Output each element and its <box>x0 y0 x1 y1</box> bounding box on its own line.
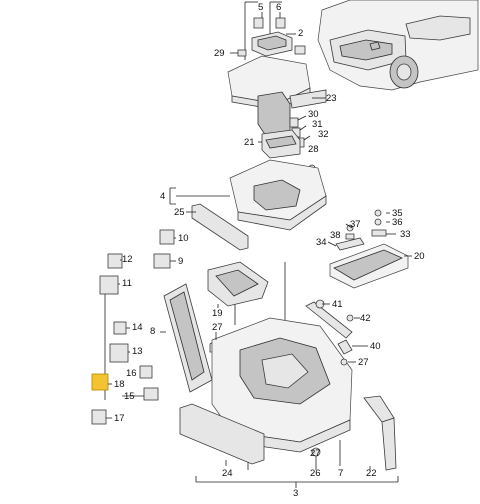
callout-32: 32 <box>318 129 329 140</box>
callout-10: 10 <box>178 233 189 244</box>
callout-31: 31 <box>312 119 323 130</box>
left-stacked-relays <box>91 321 159 425</box>
connector-block-19 <box>207 261 269 307</box>
callout-2: 2 <box>298 28 303 39</box>
callout-41: 41 <box>332 299 343 310</box>
screw-bottom <box>311 447 321 470</box>
vehicle-illustration <box>317 0 479 91</box>
callout-4: 4 <box>160 191 165 202</box>
callout-25: 25 <box>174 207 185 218</box>
callout-26: 26 <box>310 468 321 479</box>
callout-38: 38 <box>330 230 341 241</box>
gasket-24 <box>179 403 265 465</box>
callout-15: 15 <box>124 391 135 402</box>
callout-5: 5 <box>258 2 263 13</box>
right-small-parts <box>335 209 387 251</box>
callout-22: 22 <box>366 468 377 479</box>
callout-12: 12 <box>122 254 133 265</box>
callout-7: 7 <box>338 468 343 479</box>
callout-33: 33 <box>400 229 411 240</box>
callout-8: 8 <box>150 326 155 337</box>
callout-6: 6 <box>276 2 281 13</box>
callout-30: 30 <box>308 109 319 120</box>
fuse-strip-20 <box>329 243 409 289</box>
callout-17: 17 <box>114 413 125 424</box>
connector-21 <box>261 129 301 159</box>
callout-24: 24 <box>222 468 233 479</box>
brackets <box>169 187 399 483</box>
top-relays <box>237 17 306 57</box>
callout-11: 11 <box>122 278 132 289</box>
callout-3: 3 <box>293 488 298 499</box>
left-relays <box>99 229 175 295</box>
callout-29: 29 <box>214 48 225 59</box>
middle-housing <box>229 159 327 231</box>
callout-20: 20 <box>414 251 425 262</box>
callout-19: 19 <box>212 308 223 319</box>
callout-37: 37 <box>350 219 361 230</box>
callout-27-right: 27 <box>358 357 369 368</box>
callout-18: 18 <box>114 379 125 390</box>
strap-22 <box>363 395 397 471</box>
callout-23: 23 <box>326 93 337 104</box>
callout-40: 40 <box>370 341 381 352</box>
callout-numbers: 5 6 2 29 23 30 31 32 21 28 4 25 35 36 37… <box>114 2 425 499</box>
callout-14: 14 <box>132 322 143 333</box>
callout-27-left: 27 <box>212 322 223 333</box>
callout-35: 35 <box>392 208 403 219</box>
main-box <box>211 317 353 453</box>
cover-upper <box>227 55 327 137</box>
callout-28: 28 <box>308 144 319 155</box>
callout-21: 21 <box>244 137 255 148</box>
callout-16: 16 <box>126 368 137 379</box>
callout-34: 34 <box>316 237 327 248</box>
highlighted-relay-18 <box>91 373 109 391</box>
callout-9: 9 <box>178 256 183 267</box>
callout-13: 13 <box>132 346 143 357</box>
leader-lines <box>106 12 412 488</box>
gasket-25 <box>191 203 249 251</box>
fuse-carrier-8 <box>163 283 213 393</box>
callout-36: 36 <box>392 217 403 228</box>
callout-27-bottom: 27 <box>310 448 321 459</box>
callout-42: 42 <box>360 313 371 324</box>
